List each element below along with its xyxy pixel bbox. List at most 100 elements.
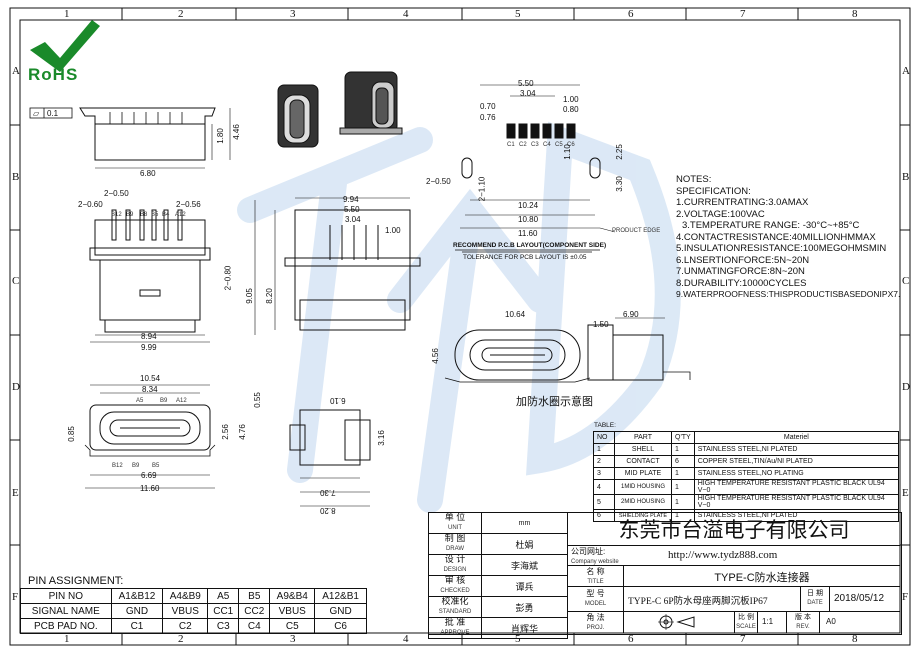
zone-col-7: 7 [740, 8, 746, 20]
zone-col-4-bottom: 4 [403, 633, 409, 645]
dim-face-w4: 11.60 [140, 484, 160, 493]
dim-front-h1: 1.80 [215, 128, 225, 144]
dim-pcb-w6: 0.80 [563, 105, 579, 114]
pin-label: B5 [151, 212, 159, 218]
face-view [84, 384, 216, 489]
dim-side2-w4: 8.20 [320, 506, 336, 515]
front-view [29, 107, 231, 169]
zone-row-b: B [12, 171, 20, 183]
zone-row-e-right: E [902, 487, 909, 499]
pcb-pad-label: C1 [507, 142, 515, 148]
dim-side-h: 2−0.80 [223, 265, 233, 291]
zone-col-1-bottom: 1 [64, 633, 70, 645]
zone-col-6: 6 [628, 8, 634, 20]
dim-face-w1: 10.54 [140, 374, 161, 383]
face-pin-label: A5 [136, 398, 144, 404]
pcb-pad-label: C4 [543, 142, 551, 148]
dim-bottom-w2: 9.99 [141, 343, 157, 352]
dim-mid-h2: 8.20 [264, 288, 274, 304]
pcb-layout-tolerance: TOLERANCE FOR PCB LAYOUT IS ±0.05 [463, 254, 587, 261]
dim-mid-w3: 3.04 [345, 215, 361, 224]
side-view [289, 409, 371, 507]
flatness-value: 0.1 [47, 109, 59, 118]
iso-view-2 [339, 71, 403, 135]
pin-label: B4 [162, 212, 170, 218]
dim-bottom-w1: 8.94 [141, 332, 157, 341]
dim-side2-w1: 6.10 [330, 396, 346, 405]
table-header: PART [614, 431, 672, 444]
note-line: SPECIFICATION: [676, 185, 751, 197]
top-view [89, 209, 211, 343]
product-title: TYPE-C防水连接器 [714, 572, 810, 584]
dim-seal-w: 10.64 [505, 310, 526, 319]
table-header: Materiel [693, 431, 900, 444]
rohs-check-icon [30, 20, 100, 72]
face-pin-label: B9 [132, 463, 140, 469]
seal-caption: 加防水圈示意图 [516, 395, 593, 408]
spec-notes: NOTES: SPECIFICATION: 1.CURRENTRATING:3.… [676, 174, 900, 301]
dim-side2-w2: 3.16 [376, 430, 386, 446]
watermark [237, 121, 681, 513]
projection-symbol-icon [658, 614, 695, 630]
mid-view [254, 197, 421, 335]
dim-pitch-c: 2−0.56 [176, 200, 201, 209]
flatness-symbol: ▱ [33, 109, 40, 118]
product-edge-label: PRODUCT EDGE [612, 228, 661, 234]
dim-side2-w3: 7.30 [320, 488, 336, 497]
zone-col-7-bottom: 7 [740, 633, 746, 645]
pin-label: B8 [140, 212, 148, 218]
seal-view [444, 317, 691, 383]
model-value: TYPE-C 6P防水母座两脚沉板IP67 [628, 597, 768, 607]
zone-col-2-bottom: 2 [178, 633, 184, 645]
zone-col-5-bottom: 5 [515, 633, 521, 645]
pcb-pad-label: C3 [531, 142, 539, 148]
dim-face-w3: 6.69 [141, 471, 157, 480]
dim-mid-w2: 5.50 [344, 205, 360, 214]
zone-row-a: A [12, 65, 20, 77]
zone-col-8: 8 [852, 8, 858, 20]
dim-pcb-w3: 0.70 [480, 102, 496, 111]
dim-seal-side-w: 6.90 [623, 310, 639, 319]
note-line: 5.INSULATIONRESISTANCE:100MEGOHMSMIN [676, 243, 887, 254]
dim-pitch-b: 2−0.60 [78, 200, 103, 209]
zone-col-3-bottom: 3 [290, 633, 296, 645]
dim-pcb-h3: 2.25 [614, 144, 624, 160]
zone-row-b-right: B [902, 171, 910, 183]
dim-mid-w1: 9.94 [343, 195, 359, 204]
dim-front-h2: 4.46 [231, 124, 241, 140]
rohs-logo: RoHS [28, 65, 79, 84]
note-line: 8.DURABILITY:10000CYCLES [676, 277, 807, 289]
zone-row-c: C [12, 275, 20, 287]
zone-row-f-right: F [902, 591, 909, 603]
dim-pcb-w9: 11.60 [518, 229, 538, 238]
date-value: 2018/05/12 [834, 593, 885, 604]
dim-pcb-w2: 3.04 [520, 89, 536, 98]
pin-assignment-title: PIN ASSIGNMENT: [28, 575, 124, 587]
scale-value: 1:1 [762, 617, 774, 626]
dim-pcb-w1: 5.50 [518, 79, 534, 88]
zone-col-2: 2 [178, 8, 184, 20]
pcb-layout [455, 84, 616, 253]
face-pin-label: B5 [152, 463, 160, 469]
zone-col-5: 5 [515, 8, 521, 20]
face-pin-label: B12 [112, 463, 123, 469]
note-line: 1.CURRENTRATING:3.0AMAX [676, 197, 809, 208]
website-link[interactable]: http://www.tydz888.com [668, 549, 778, 561]
dim-pcb-slot: 2−0.50 [426, 177, 451, 186]
zone-col-6-bottom: 6 [628, 633, 634, 645]
dim-mid-w4: 1.00 [385, 226, 401, 235]
pcb-pad-label: C5 [555, 142, 563, 148]
dim-face-w2: 8.34 [142, 385, 158, 394]
